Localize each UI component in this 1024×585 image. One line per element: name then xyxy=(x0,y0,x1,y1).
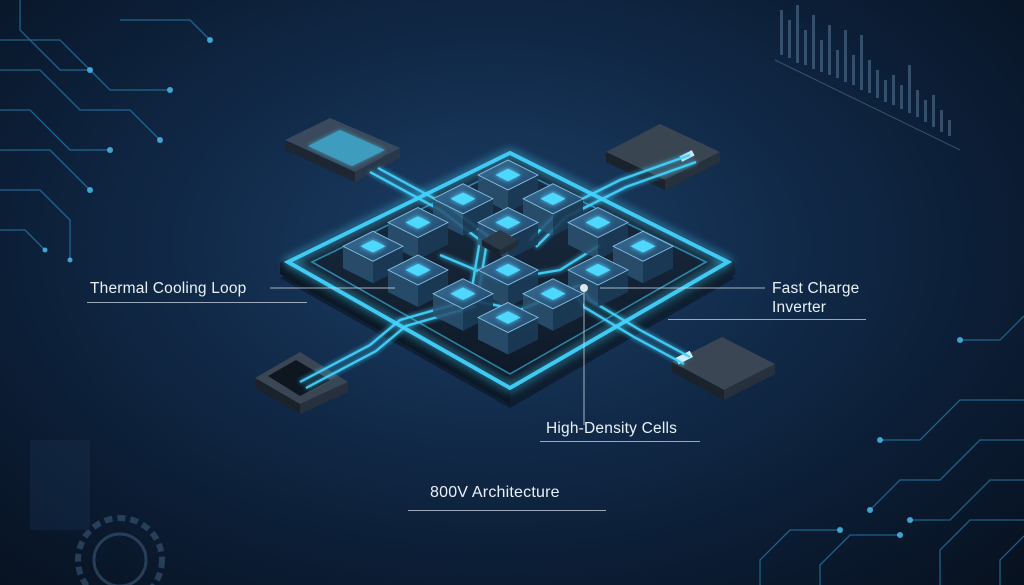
cell-right-face xyxy=(463,293,493,331)
circuit-nodes-left xyxy=(42,37,213,263)
cell-glow-core xyxy=(540,287,566,301)
cell-left-face xyxy=(388,270,418,307)
decorative-gauge xyxy=(30,440,165,585)
cell-module xyxy=(477,302,539,355)
cell-module xyxy=(387,254,449,307)
cell-right-face xyxy=(508,175,538,212)
cell-glow-core xyxy=(540,192,566,206)
circuit-nodes-right xyxy=(837,337,963,538)
cell-module xyxy=(387,207,449,260)
top-right-inverter-module xyxy=(606,124,720,190)
cells-label-underline xyxy=(540,441,700,442)
cell-module xyxy=(477,159,539,212)
cell-module xyxy=(432,183,494,236)
decorative-bar-graph xyxy=(780,5,951,136)
cell-right-face xyxy=(598,222,628,260)
cell-left-face xyxy=(613,246,643,284)
bottom-left-connector-box xyxy=(255,352,348,414)
cell-glow-core xyxy=(495,311,521,324)
cell-right-face xyxy=(643,246,673,284)
cell-right-face xyxy=(508,270,538,307)
high-density-cells-label: High-Density Cells xyxy=(546,420,678,437)
fast-charge-label: Fast Charge xyxy=(772,280,860,297)
cooling-loop-outline xyxy=(283,150,733,391)
cell-left-face xyxy=(523,293,553,331)
inverter-label-underline xyxy=(668,319,866,320)
cell-module xyxy=(477,207,539,260)
cell-module xyxy=(477,254,539,307)
cell-module-grid xyxy=(342,159,674,355)
cell-right-face xyxy=(508,317,538,355)
top-left-heat-exchanger xyxy=(285,118,400,182)
cell-left-face xyxy=(343,246,373,284)
cell-module xyxy=(432,278,494,331)
cell-right-face xyxy=(373,246,403,284)
cell-module xyxy=(522,183,584,236)
bottom-right-charge-port xyxy=(672,337,775,400)
cell-left-face xyxy=(478,317,508,355)
inverter-label: Inverter xyxy=(772,299,827,316)
circuit-traces-left xyxy=(0,0,211,260)
cell-left-face xyxy=(523,198,553,236)
cell-glow-core xyxy=(405,263,431,277)
cell-left-face xyxy=(433,293,463,331)
cell-left-face xyxy=(433,198,463,236)
cell-right-face xyxy=(553,198,583,236)
architecture-title: 800V Architecture xyxy=(430,484,560,501)
cell-left-face xyxy=(568,222,598,260)
thermal-label-underline xyxy=(87,302,307,303)
cell-module xyxy=(612,230,674,284)
decorative-axis-line xyxy=(774,59,961,151)
architecture-title-underline xyxy=(408,510,606,511)
cell-right-face xyxy=(553,293,583,331)
cell-module xyxy=(522,278,584,331)
cell-glow-core xyxy=(450,192,476,206)
cell-glow-core xyxy=(585,263,611,277)
cell-glow-core xyxy=(360,239,386,253)
cell-left-face xyxy=(388,222,418,260)
cell-glow-core xyxy=(495,168,521,182)
cell-right-face xyxy=(418,222,448,260)
cell-right-face xyxy=(418,270,448,307)
cell-right-face xyxy=(508,222,538,260)
cell-module xyxy=(342,230,404,284)
cell-glow-core xyxy=(405,216,431,229)
cell-glow-core xyxy=(495,216,521,229)
cell-left-face xyxy=(478,270,508,307)
cell-glow-core xyxy=(585,216,611,229)
circuit-traces-right xyxy=(759,315,1024,585)
central-controller-chip xyxy=(482,230,518,256)
cell-right-face xyxy=(463,198,493,236)
callout-leaders xyxy=(270,287,765,425)
cell-glow-core xyxy=(450,287,476,301)
cell-glow-core xyxy=(495,263,521,277)
cells-callout-dot xyxy=(580,284,588,292)
cell-glow-core xyxy=(630,239,656,253)
cell-left-face xyxy=(478,175,508,212)
thermal-cooling-loop-label: Thermal Cooling Loop xyxy=(90,280,247,297)
cell-module xyxy=(567,207,629,260)
